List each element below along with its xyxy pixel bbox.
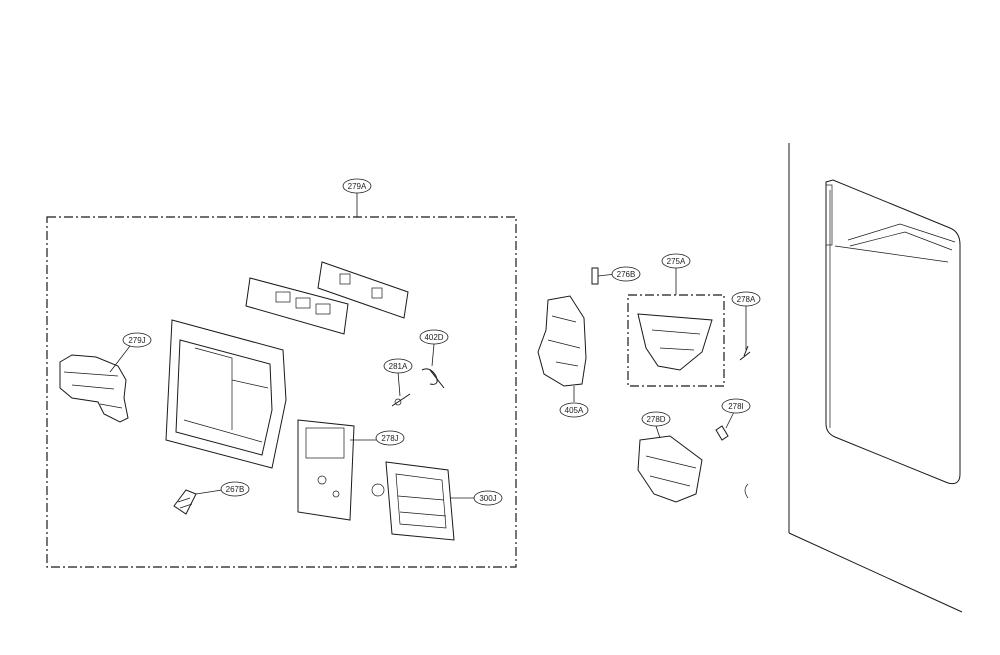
callout-278D: 278D: [641, 411, 671, 427]
callout-275A: 275A: [661, 253, 691, 269]
part-405A-actuator: [537, 295, 587, 387]
callout-279A: 279A: [342, 178, 372, 194]
svg-text:405A: 405A: [565, 406, 584, 415]
part-402D-spring: [421, 368, 445, 389]
callout-405A: 405A: [559, 402, 589, 418]
part-281A-screw: [391, 393, 411, 407]
svg-text:278I: 278I: [728, 402, 744, 411]
part-275A-flapper: [637, 313, 713, 371]
svg-text:278D: 278D: [646, 415, 665, 424]
svg-text:279J: 279J: [128, 336, 145, 345]
callout-279J: 279J: [122, 332, 152, 348]
svg-text:279A: 279A: [348, 182, 367, 191]
callout-278I: 278I: [721, 398, 751, 414]
svg-text:275A: 275A: [667, 257, 686, 266]
part-funnel-housing: [165, 319, 287, 469]
assembly-boundary-279A: [46, 216, 517, 568]
callout-402D: 402D: [419, 329, 449, 345]
callout-281A: 281A: [383, 358, 413, 374]
part-278J-pcb: [297, 419, 355, 521]
callout-278J: 278J: [375, 430, 405, 446]
callout-278A: 278A: [731, 291, 761, 307]
part-control-plate-b: [317, 261, 409, 319]
svg-text:402D: 402D: [424, 333, 443, 342]
callout-276B: 276B: [611, 266, 641, 282]
svg-text:300J: 300J: [479, 494, 496, 503]
callout-267B: 267B: [220, 481, 250, 497]
svg-text:267B: 267B: [226, 485, 245, 494]
svg-text:278A: 278A: [737, 295, 756, 304]
callout-300J: 300J: [473, 490, 503, 506]
part-278A-spring: [739, 345, 751, 361]
assembly-boundary-275A: [627, 294, 725, 387]
part-276B-pin: [591, 267, 599, 285]
part-279J-lever: [59, 354, 129, 423]
svg-text:276B: 276B: [617, 270, 636, 279]
svg-text:278J: 278J: [381, 434, 398, 443]
part-267B-connector: [173, 489, 197, 515]
part-300J-frame: [371, 461, 455, 541]
svg-text:281A: 281A: [389, 362, 408, 371]
part-control-plate-a: [245, 277, 349, 335]
refrigerator-door: [788, 143, 963, 613]
part-278D-cup: [637, 435, 703, 503]
part-278I-clip: [715, 425, 749, 499]
